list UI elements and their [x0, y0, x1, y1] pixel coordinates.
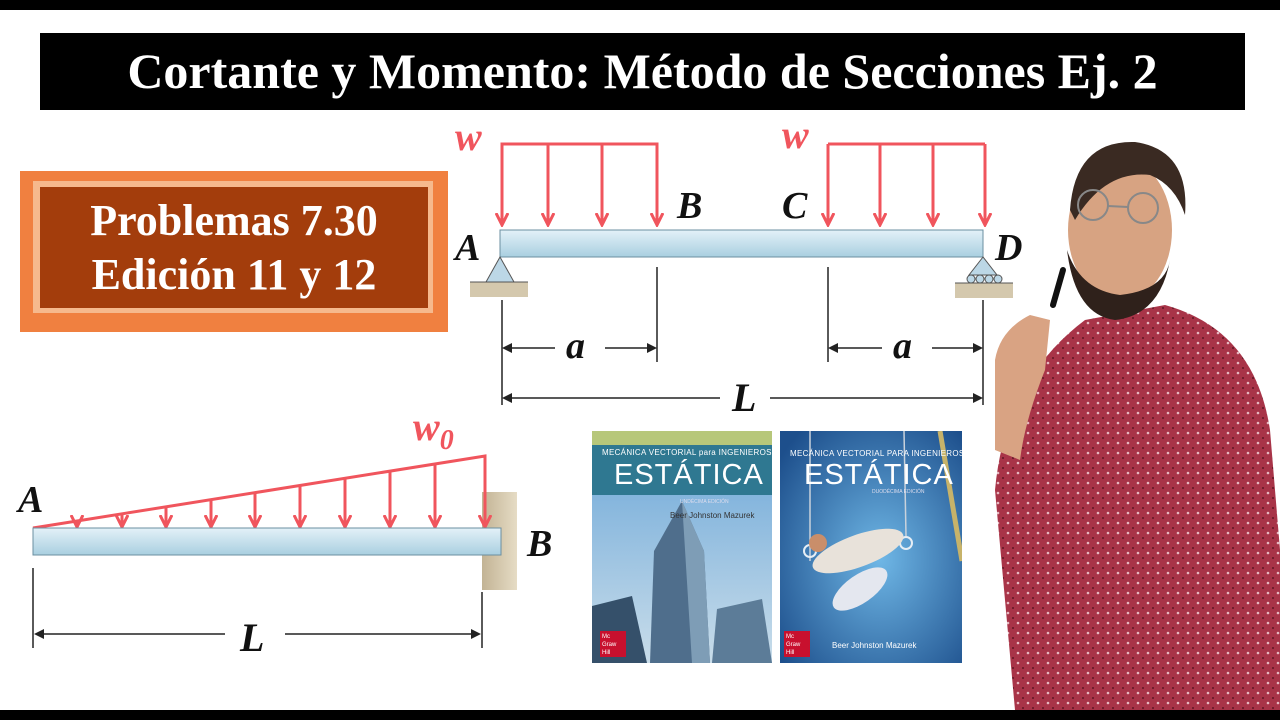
bottom-border	[0, 710, 1280, 720]
beam-cantilever: w0 A B L	[16, 404, 552, 660]
load-label-w-left: w	[455, 114, 482, 159]
book-cover-12th: MECÁNICA VECTORIAL PARA INGENIEROS ESTÁT…	[780, 431, 962, 663]
distributed-load-right	[828, 142, 985, 225]
presenter-photo	[995, 141, 1280, 710]
book-cover-12th-art	[780, 431, 962, 663]
load-label-w0: w0	[413, 404, 454, 456]
point-label-b-cantilever: B	[526, 523, 552, 565]
book1-edition: UNDÉCIMA EDICIÓN	[680, 499, 729, 505]
point-label-b: B	[676, 185, 702, 227]
book1-band	[592, 445, 772, 495]
dim-label-a-left: a	[566, 325, 585, 367]
book2-title: ESTÁTICA	[804, 459, 954, 491]
book2-subtitle: MECÁNICA VECTORIAL PARA INGENIEROS	[790, 449, 962, 458]
roller-support-icon	[955, 256, 1013, 298]
book2-edition: DUODÉCIMA EDICIÓN	[872, 489, 925, 495]
load-label-w-right: w	[782, 112, 809, 157]
badge-line-problem: Problemas 7.30	[90, 196, 378, 245]
book1-title: ESTÁTICA	[614, 459, 764, 491]
point-label-a: A	[453, 227, 480, 269]
beam-1	[499, 229, 984, 258]
top-border	[0, 0, 1280, 10]
point-label-d: D	[994, 227, 1022, 269]
triangular-load-outline	[32, 454, 487, 530]
triangular-load-arrows	[77, 456, 485, 527]
book-cover-11th: MECÁNICA VECTORIAL para INGENIEROS ESTÁT…	[592, 431, 772, 663]
dimension-lines-1	[501, 267, 984, 405]
point-label-c: C	[782, 185, 808, 227]
badge-line-edition: Edición 11 y 12	[91, 250, 377, 299]
dimension-lines-2	[32, 568, 483, 648]
video-title: Cortante y Momento: Método de Secciones …	[40, 33, 1245, 110]
dim-label-l-total: L	[731, 375, 756, 420]
book2-authors: Beer Johnston Mazurek	[832, 641, 917, 650]
problem-badge-core: Problemas 7.30 Edición 11 y 12	[40, 187, 428, 308]
distributed-load-left	[502, 142, 657, 225]
book1-authors: Beer Johnston Mazurek	[670, 511, 755, 520]
beam-2	[32, 527, 502, 556]
book2-publisher-logo: Mc Graw Hill	[784, 631, 810, 657]
point-label-a-cantilever: A	[16, 479, 43, 521]
beam-simply-supported: w w A B C D a a L	[453, 112, 1022, 420]
book1-subtitle: MECÁNICA VECTORIAL para INGENIEROS	[602, 448, 772, 457]
dim-label-a-right: a	[893, 325, 912, 367]
pin-support-icon	[470, 255, 528, 297]
dim-label-l-cantilever: L	[239, 615, 264, 660]
book1-publisher-logo: Mc Graw Hill	[600, 631, 626, 657]
